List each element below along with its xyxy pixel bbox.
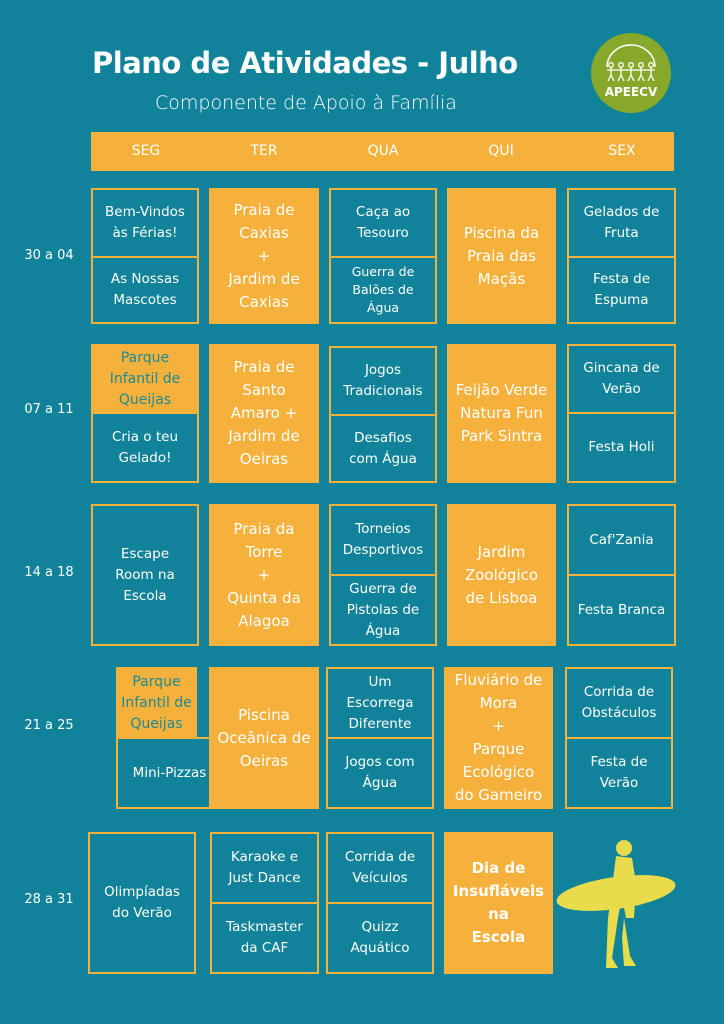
activity-cell: Parque Infantil de Queijas bbox=[116, 667, 197, 739]
week-label: 07 a 11 bbox=[24, 402, 74, 417]
activity-cell: Festa Holi bbox=[567, 412, 676, 483]
activity-cell: Gincana de Verão bbox=[567, 344, 676, 414]
activity-cell: Festa Branca bbox=[567, 574, 676, 646]
activity-cell: Guerra de Pistolas de Água bbox=[329, 574, 437, 646]
activity-cell: Jogos Tradicionais bbox=[329, 346, 437, 416]
activity-cell: Taskmaster da CAF bbox=[210, 902, 319, 974]
activity-cell: Fluviário de Mora + Parque Ecológico do … bbox=[444, 667, 553, 809]
activity-cell: Bem-Vindos às Férias! bbox=[91, 188, 199, 258]
surfer-illustration bbox=[556, 840, 676, 968]
activity-cell: Piscina Oceânica de Oeiras bbox=[209, 667, 319, 809]
activity-cell: Um Escorrega Diferente bbox=[326, 667, 434, 739]
activity-cell: Karaoke e Just Dance bbox=[210, 832, 319, 904]
activity-cell: Desafios com Água bbox=[329, 414, 437, 483]
apeecv-logo: APEECV bbox=[591, 33, 671, 113]
page-title: Plano de Atividades - Julho bbox=[92, 46, 518, 80]
activity-cell: Parque Infantil de Queijas bbox=[91, 344, 199, 414]
week-label: 30 a 04 bbox=[24, 248, 74, 263]
activity-cell: Guerra de Balões de Água bbox=[329, 256, 437, 324]
activity-cell: Quizz Aquático bbox=[326, 902, 434, 974]
people-arch-icon bbox=[606, 44, 656, 82]
activity-cell: Gelados de Fruta bbox=[567, 188, 676, 258]
activity-cell: Praia de Caxias + Jardim de Caxias bbox=[209, 188, 319, 324]
week-label: 14 a 18 bbox=[24, 565, 74, 580]
activity-cell: Mini-Pizzas bbox=[116, 737, 223, 809]
activity-cell: Jogos com Água bbox=[326, 737, 434, 809]
activity-cell: Olimpíadas do Verão bbox=[88, 832, 196, 974]
activity-cell: Escape Room na Escola bbox=[91, 504, 199, 646]
logo-text: APEECV bbox=[604, 85, 658, 99]
activity-cell: Jardim Zoológico de Lisboa bbox=[447, 504, 556, 646]
page-subtitle: Componente de Apoio à Família bbox=[155, 92, 457, 114]
activity-cell: Festa de Verão bbox=[565, 737, 673, 809]
activity-cell: Praia de Santo Amaro + Jardim de Oeiras bbox=[209, 344, 319, 483]
week-label: 28 a 31 bbox=[24, 892, 74, 907]
activity-cell: Corrida de Obstáculos bbox=[565, 667, 673, 739]
day-mon: SEG bbox=[131, 143, 161, 159]
day-tue: TER bbox=[250, 143, 278, 159]
activity-cell: Cria o teu Gelado! bbox=[91, 412, 199, 483]
activity-cell: As Nossas Mascotes bbox=[91, 256, 199, 324]
week-label: 21 a 25 bbox=[24, 718, 74, 733]
activity-cell: Caf'Zania bbox=[567, 504, 676, 576]
activity-cell: Piscina da Praia das Maçãs bbox=[447, 188, 556, 324]
activity-cell: Dia de Insufláveis na Escola bbox=[444, 832, 553, 974]
weekday-header: SEG TER QUA QUI SEX bbox=[91, 132, 674, 171]
activity-cell: Praia da Torre + Quinta da Alagoa bbox=[209, 504, 319, 646]
activity-cell: Festa de Espuma bbox=[567, 256, 676, 324]
activity-cell: Caça ao Tesouro bbox=[329, 188, 437, 258]
activity-cell: Feijão Verde Natura Fun Park Sintra bbox=[447, 344, 556, 483]
day-wed: QUA bbox=[367, 143, 399, 159]
day-thu: QUI bbox=[488, 143, 514, 159]
activity-cell: Torneios Desportivos bbox=[329, 504, 437, 576]
day-fri: SEX bbox=[608, 143, 636, 159]
activity-cell: Corrida de Veículos bbox=[326, 832, 434, 904]
